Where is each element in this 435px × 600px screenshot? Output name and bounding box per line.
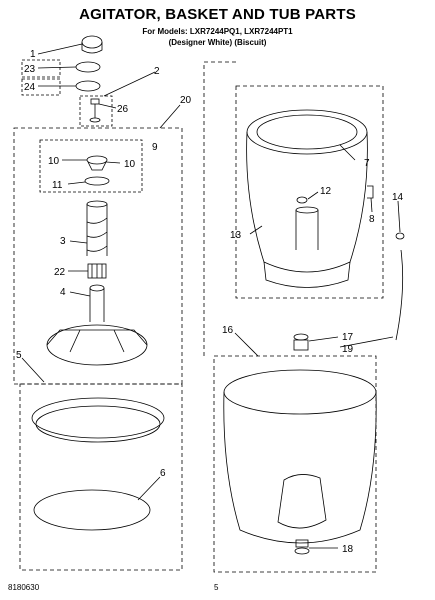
group-box-13 [235, 85, 384, 299]
callout-22: 22 [54, 267, 66, 278]
group-box-23 [21, 59, 61, 78]
agitator-barrel-part [86, 200, 108, 256]
callout-1: 1 [30, 49, 36, 60]
group-box-26 [79, 95, 113, 127]
bolt-part [89, 98, 101, 123]
callout-19: 19 [342, 344, 354, 355]
callout-24: 24 [24, 82, 36, 93]
callout-11: 11 [52, 180, 63, 191]
callout-10-left: 10 [48, 156, 60, 167]
callout-26: 26 [117, 104, 129, 115]
agitator-dogs-part [84, 155, 110, 186]
callout-6: 6 [160, 468, 166, 479]
document-code: 8180630 [8, 583, 40, 592]
callout-2: 2 [154, 66, 160, 77]
callout-13: 13 [230, 230, 242, 241]
callout-23: 23 [24, 64, 36, 75]
callout-18: 18 [342, 544, 354, 555]
hose-part [395, 249, 404, 341]
callout-16: 16 [222, 325, 234, 336]
tub-ring-part [33, 489, 151, 531]
tub-foot-part [294, 539, 310, 555]
callout-9: 9 [152, 142, 158, 153]
drive-bell-part [87, 263, 107, 279]
group-box-16 [213, 355, 377, 573]
group-box-9 [39, 139, 143, 193]
agitator-base-part [46, 284, 148, 366]
connector-line [203, 61, 236, 356]
hose-clamp-part [395, 232, 405, 240]
callout-3: 3 [60, 236, 66, 247]
group-box-24 [21, 78, 61, 96]
seal-24-part [75, 80, 101, 92]
callout-20: 20 [180, 95, 192, 106]
callout-4: 4 [60, 287, 66, 298]
outer-tub-part [223, 369, 377, 544]
seal-23-part [75, 61, 101, 73]
basket-nut-part [296, 196, 308, 204]
callout-8: 8 [369, 214, 375, 225]
callout-12: 12 [320, 186, 332, 197]
models-line: For Models: LXR7244PQ1, LXR7244PT1 [142, 27, 293, 36]
basket-part [246, 109, 368, 288]
colors-line: (Designer White) (Biscuit) [168, 38, 267, 47]
callout-7: 7 [364, 158, 370, 169]
clip-part [367, 185, 374, 199]
agitator-cap-part [81, 35, 103, 54]
page-number: 5 [214, 583, 219, 592]
callout-17: 17 [342, 332, 354, 343]
callout-14: 14 [392, 192, 404, 203]
balance-ring-part [31, 397, 165, 443]
page-title: AGITATOR, BASKET AND TUB PARTS [79, 6, 356, 23]
group-box-5 [19, 383, 183, 571]
callout-5: 5 [16, 350, 22, 361]
callout-10-right: 10 [124, 159, 136, 170]
tub-seal-part [293, 333, 309, 351]
group-box-20 [13, 127, 183, 385]
